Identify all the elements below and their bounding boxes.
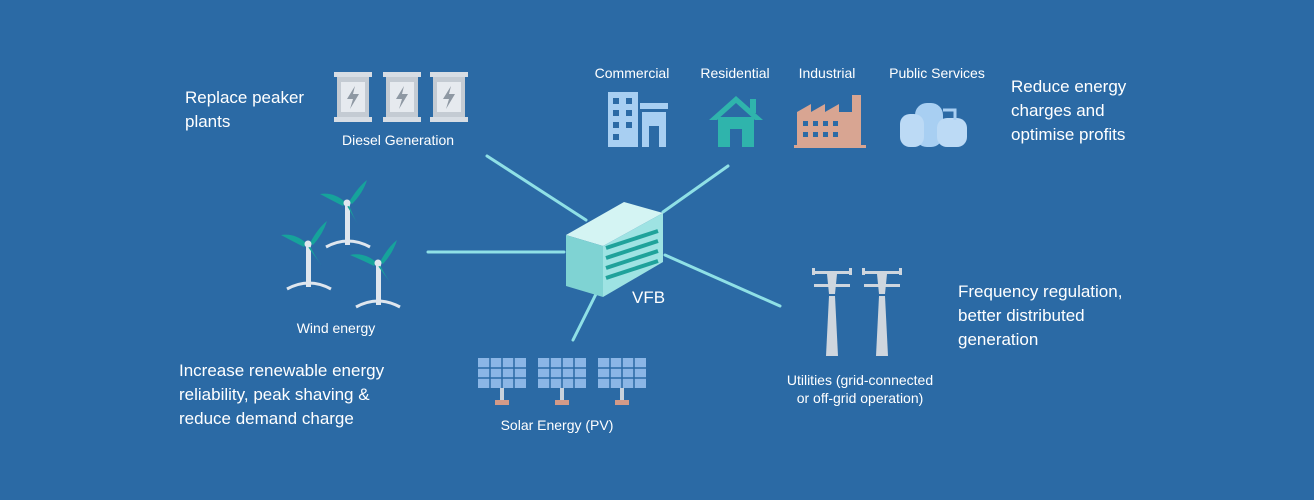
industrial-factory-icon (794, 95, 866, 148)
diesel-description-line: plants (185, 112, 231, 131)
diesel-description: Replace peaker plants (185, 86, 345, 134)
public-services-label: Public Services (889, 65, 985, 81)
consumers-description-line: charges and (1011, 101, 1105, 120)
wind-turbines-icon (281, 180, 401, 309)
consumers-description: Reduce energy charges and optimise profi… (1011, 75, 1211, 147)
utilities-description: Frequency regulation, better distributed… (958, 280, 1178, 352)
consumers-description-line: Reduce energy (1011, 77, 1127, 96)
utilities-caption: Utilities (grid-connected or off-grid op… (762, 371, 958, 407)
diesel-generator-icon (383, 72, 421, 122)
solar-panel-icon (478, 358, 526, 405)
public-services-icon (900, 103, 967, 147)
utilities-description-line: Frequency regulation, (958, 282, 1123, 301)
wind-turbine-icon (281, 221, 332, 291)
wind-turbine-icon (320, 180, 371, 249)
diesel-description-line: Replace peaker (185, 88, 305, 107)
vfb-stripes (605, 229, 659, 280)
utility-pylon-icon (812, 268, 852, 356)
consumers-description-line: optimise profits (1011, 125, 1126, 144)
diesel-caption: Diesel Generation (341, 132, 455, 148)
connector-utilities (663, 253, 782, 308)
vfb-label: VFB (632, 288, 666, 307)
solar-caption: Solar Energy (PV) (500, 417, 614, 433)
wind-caption: Wind energy (296, 320, 376, 336)
utilities-caption-line: or off-grid operation) (796, 390, 924, 406)
solar-panel-icon (538, 358, 586, 405)
industrial-label: Industrial (798, 65, 856, 81)
wind-turbine-icon (350, 240, 401, 309)
solar-panel-icon (598, 358, 646, 405)
connector-solar (571, 288, 600, 342)
wind-description: Increase renewable energy reliability, p… (179, 359, 439, 431)
residential-house-icon (709, 96, 763, 147)
commercial-building-icon (608, 92, 668, 147)
residential-label: Residential (700, 65, 770, 81)
wind-description-line: reduce demand charge (179, 409, 354, 428)
diesel-generator-icons (334, 72, 468, 122)
diesel-generator-icon (430, 72, 468, 122)
utilities-description-line: generation (958, 330, 1039, 349)
connector-consumers (661, 164, 730, 214)
commercial-label: Commercial (594, 65, 670, 81)
wind-description-line: Increase renewable energy (179, 361, 385, 380)
utility-pylons-icon (812, 268, 902, 356)
connector-diesel (485, 154, 588, 222)
utility-pylon-icon (862, 268, 902, 356)
diesel-generator-icon (334, 72, 372, 122)
utilities-description-line: better distributed (958, 306, 1085, 325)
connector-lines (426, 154, 782, 342)
solar-panels-icon (478, 358, 646, 405)
utilities-caption-line: Utilities (grid-connected (786, 372, 934, 388)
wind-description-line: reliability, peak shaving & (179, 385, 370, 404)
vfb-battery-icon (566, 202, 663, 297)
